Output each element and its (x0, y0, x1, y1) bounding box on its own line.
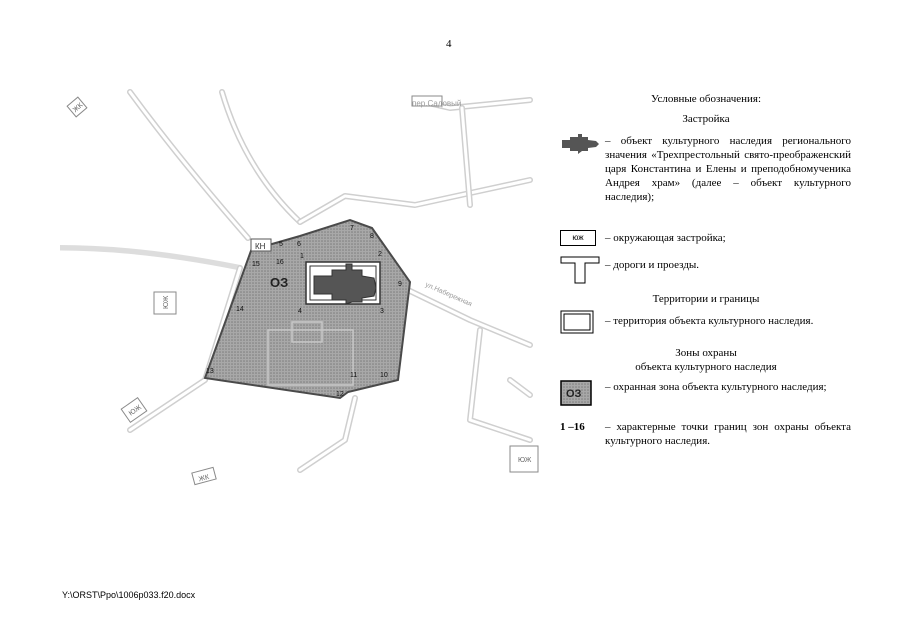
legend-zone-text: – охранная зона объекта культурного насл… (605, 381, 827, 393)
point-label-6: 6 (297, 241, 301, 248)
surrounding-buildings (66, 95, 539, 486)
kn-box (250, 238, 272, 252)
road-network (60, 89, 533, 473)
point-label-14: 14 (236, 306, 244, 313)
heritage-object-icon (562, 134, 599, 154)
point-label-4: 4 (298, 308, 302, 315)
point-label-12: 12 (336, 391, 344, 398)
legend-heritage-text: – объект культурного наследия региональн… (605, 135, 851, 203)
legend-heritage-text-first: – объект культурного наследия региональн… (605, 134, 851, 204)
point-label-11: 11 (350, 372, 357, 379)
legend-territory-text: – территория объекта культурного наследи… (605, 315, 814, 327)
file-path-footer: Y:\ORST\Ppo\1006p033.f20.docx (62, 590, 196, 600)
page-number: 4 (446, 38, 452, 50)
point-label-15: 15 (252, 261, 260, 268)
legend-section-zones-1: Зоны охраны (675, 347, 737, 359)
road-icon (560, 256, 600, 284)
inner-building-outlines (267, 321, 354, 386)
point-label-13: 13 (206, 368, 214, 375)
protection-zone-icon: ОЗ (560, 380, 592, 406)
legend-section-buildings: Застройка (682, 113, 730, 125)
legend-section-territories: Территории и границы (652, 293, 760, 305)
points-range-label: 1 –16 (560, 421, 585, 433)
territory-icon (560, 310, 594, 334)
point-label-16: 16 (276, 259, 284, 266)
zone-icon-label: ОЗ (566, 388, 582, 400)
building-label: ЮЖ (163, 295, 170, 309)
legend-points-text: – характерные точки границ зон охраны об… (605, 421, 851, 447)
point-label-7: 7 (350, 225, 354, 232)
point-label-1: 1 (300, 253, 304, 260)
point-label-9: 9 (398, 281, 402, 288)
legend-roads-text: – дороги и проезды. (605, 259, 700, 271)
legend-surrounding-text: – окружающая застройка; (605, 232, 726, 244)
building-label: ЮЖ (518, 457, 532, 464)
legend-section-zones-2: объекта культурного наследия (635, 361, 777, 373)
zone-label: ОЗ (270, 275, 288, 290)
street-label-sadovy: пер.Садовый (412, 99, 461, 108)
situation-map: КН ОЗ пер.Садовый ул.Набережная ЖК ЮЖ ЮЖ… (60, 88, 545, 498)
heritage-object-footprint (313, 263, 377, 305)
surrounding-building-icon: юж (560, 230, 596, 246)
point-label-3: 3 (380, 308, 384, 315)
point-label-5: 5 (279, 241, 283, 248)
point-label-8: 8 (370, 233, 374, 240)
point-label-2: 2 (378, 251, 382, 258)
legend-title: Условные обозначения: (650, 93, 762, 105)
point-label-10: 10 (380, 372, 388, 379)
building-label: ЖК (198, 474, 211, 484)
kn-label: КН (255, 242, 266, 251)
